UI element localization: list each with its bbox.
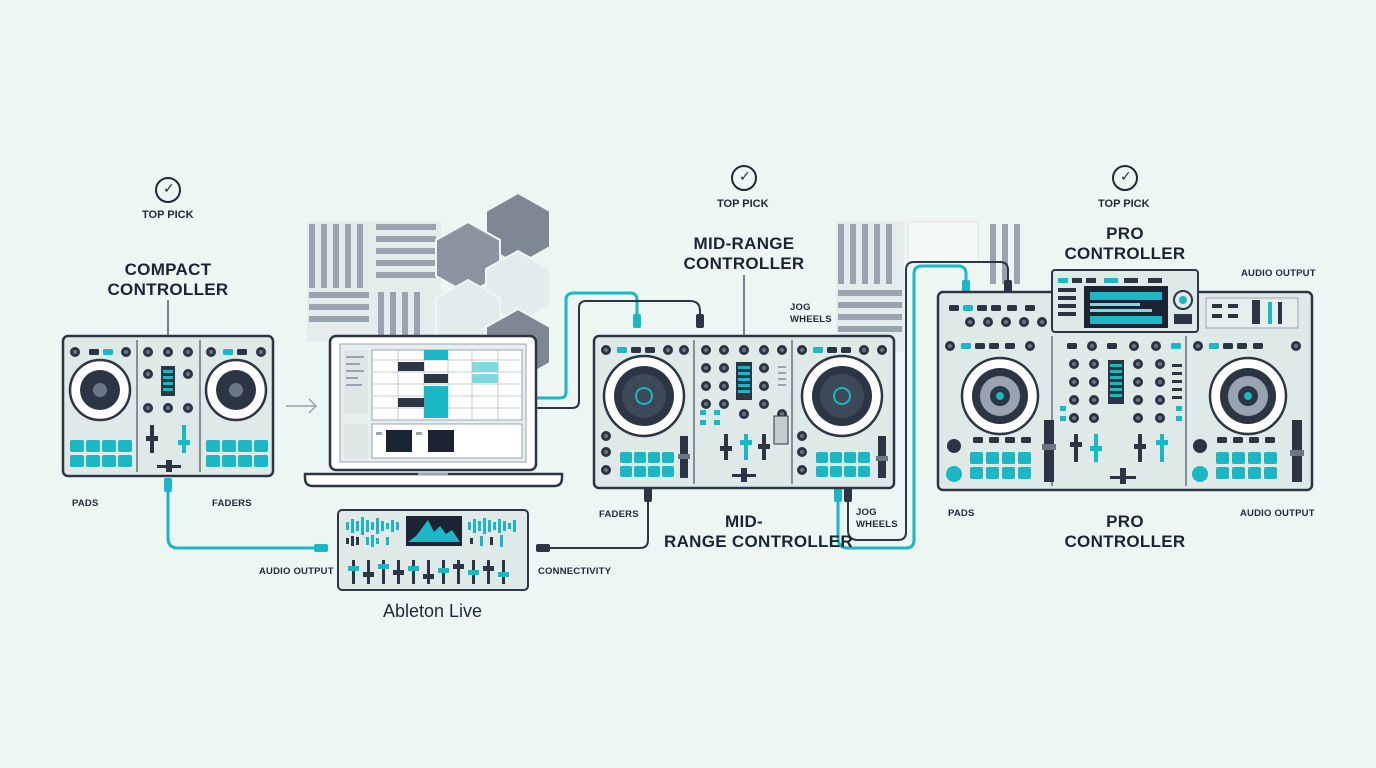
compact-left-pads[interactable]	[70, 440, 132, 467]
waveform-right	[468, 518, 516, 547]
mid-right-jog-wheel[interactable]	[800, 354, 884, 438]
decor-stripes-left	[307, 222, 441, 342]
mid-faders-label: FADERS	[599, 509, 639, 520]
ableton-live-label: Ableton Live	[383, 601, 483, 621]
callout-lines	[167, 275, 745, 336]
mid-left-jog-wheel[interactable]	[602, 354, 686, 438]
compact-controller[interactable]	[61, 334, 275, 478]
pro-controller[interactable]	[936, 269, 1314, 492]
decor-stripes-right	[836, 221, 1020, 352]
mid-mixer-section[interactable]	[700, 345, 789, 482]
compact-top-pick-label: TOP PICK	[142, 209, 194, 221]
mid-left-pads[interactable]	[601, 431, 690, 478]
waveform-left	[346, 517, 399, 547]
check-circle-icon: ✓	[731, 165, 757, 191]
pro-pads-label: PADS	[948, 508, 975, 519]
cables	[164, 261, 1012, 552]
pro-top-pick-label: TOP PICK	[1098, 198, 1150, 210]
pro-right-jog-wheel[interactable]	[1208, 356, 1288, 436]
pro-right-pads[interactable]	[1192, 420, 1304, 482]
pro-audio-output-label-bottom: AUDIO OUTPUT	[1240, 508, 1315, 519]
ableton-live-interface[interactable]	[337, 509, 529, 591]
mid-range-controller[interactable]	[592, 334, 896, 490]
laptop[interactable]	[303, 334, 564, 488]
compact-left-jog-wheel[interactable]	[68, 358, 132, 422]
pro-screen-unit	[1058, 278, 1193, 328]
compact-faders-label: FADERS	[212, 498, 252, 509]
pro-left-jog-wheel[interactable]	[960, 356, 1040, 436]
compact-right-pads[interactable]	[206, 440, 268, 467]
compact-right-jog-wheel[interactable]	[204, 358, 268, 422]
pro-left-pads[interactable]	[946, 420, 1056, 482]
compact-pads-label: PADS	[72, 498, 99, 509]
interface-faders[interactable]	[348, 560, 509, 584]
audio-output-label: AUDIO OUTPUT	[259, 566, 334, 577]
pro-audio-output-label-top: AUDIO OUTPUT	[1241, 268, 1316, 279]
arrow-icon	[286, 398, 318, 414]
check-circle-icon: ✓	[1112, 165, 1138, 191]
mid-range-controller-caption: MID-RANGE CONTROLLER	[664, 512, 853, 551]
check-circle-icon: ✓	[155, 177, 181, 203]
connectivity-label: CONNECTIVITY	[538, 566, 612, 577]
mid-top-pick-label: TOP PICK	[717, 198, 769, 210]
compact-mixer-section[interactable]	[143, 347, 193, 472]
waveform-display	[406, 516, 462, 546]
pro-mixer-section[interactable]	[1060, 341, 1182, 484]
pro-top-right-panel	[1205, 297, 1299, 329]
mid-right-pads[interactable]	[797, 431, 888, 478]
daw-screen	[344, 349, 523, 459]
